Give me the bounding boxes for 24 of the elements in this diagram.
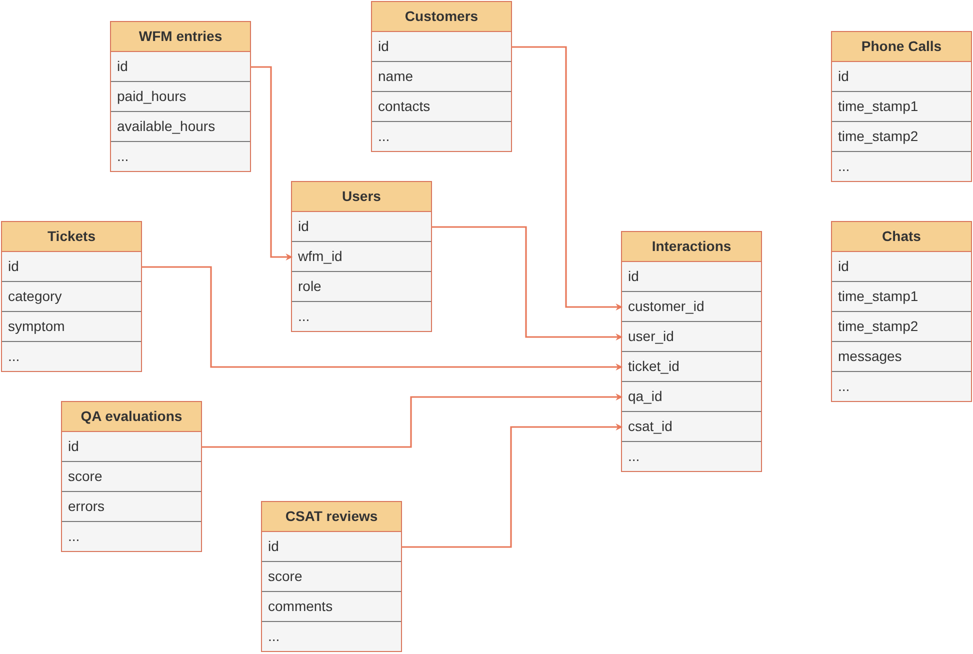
table-card [371,1,512,152]
table-card [110,21,251,172]
connector-arrow [250,66,293,260]
table-title: Customers [372,2,511,32]
table-title: Users [292,182,431,212]
table-card [261,501,402,652]
table-card [831,221,972,402]
table-title: WFM entries [111,22,250,52]
connector-arrow [511,46,623,310]
table-card [831,31,972,182]
table-card [61,401,202,552]
table-title: Interactions [622,232,761,262]
table-card [291,181,432,332]
table-title: Phone Calls [832,32,971,62]
table-title: Chats [832,222,971,252]
table-title: Tickets [2,222,141,252]
table-card [621,231,762,472]
connector-arrow [201,394,623,448]
connector-arrow [141,266,623,370]
connector-arrow [431,226,623,340]
table-title: QA evaluations [62,402,201,432]
table-title: CSAT reviews [262,502,401,532]
connector-arrow [401,424,623,548]
table-card [1,221,142,372]
